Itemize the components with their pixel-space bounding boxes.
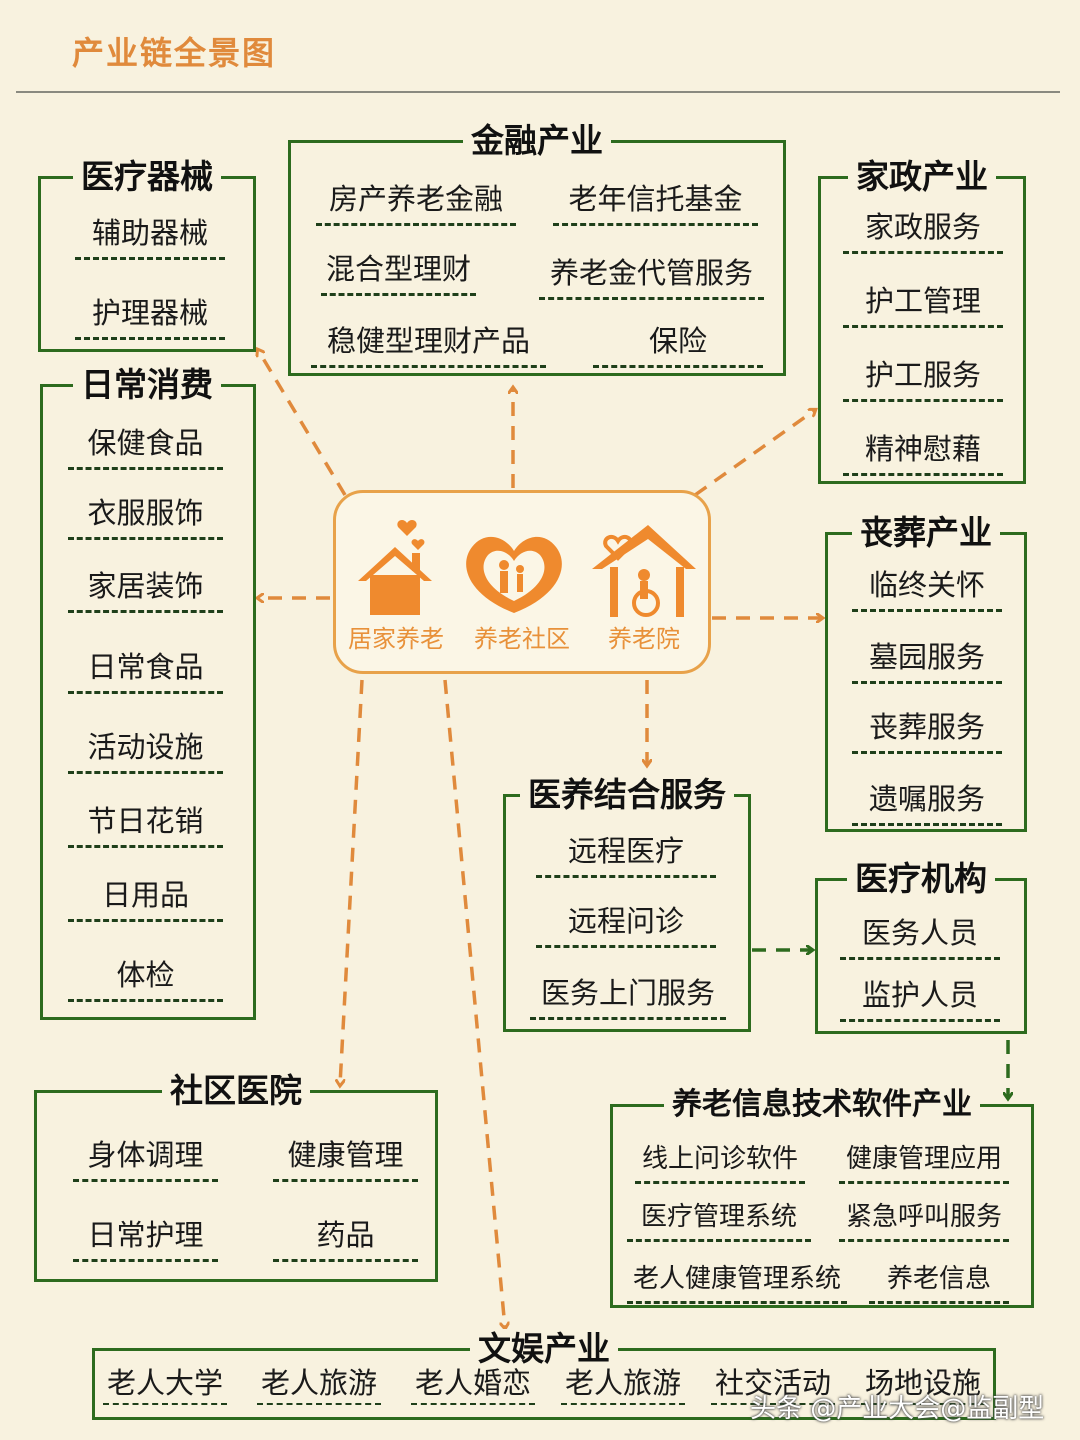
list-item: 健康管理	[273, 1137, 418, 1182]
section-entertainment: 文娱产业 老人大学 老人旅游 老人婚恋 老人旅游 社交活动 场地设施	[92, 1329, 996, 1420]
list-item: 稳健型理财产品	[311, 323, 546, 368]
list-item: 护工服务	[843, 357, 1003, 402]
list-item: 老人旅游	[561, 1365, 685, 1405]
section-title: 文娱产业	[470, 1329, 618, 1369]
list-item: 健康管理应用	[839, 1143, 1009, 1184]
list-item: 远程问诊	[536, 903, 716, 948]
section-medical-care: 医养结合服务 远程医疗 远程问诊 医务上门服务	[503, 775, 751, 1032]
section-title: 社区医院	[162, 1071, 310, 1111]
list-item: 精神慰藉	[843, 431, 1003, 476]
list-item: 保健食品	[68, 425, 223, 470]
list-item: 老人健康管理系统	[627, 1263, 847, 1304]
list-item: 场地设施	[861, 1365, 985, 1405]
list-item: 节日花销	[68, 803, 223, 848]
list-item: 老人旅游	[257, 1365, 381, 1405]
section-funeral: 丧葬产业 临终关怀 墓园服务 丧葬服务 遗嘱服务	[825, 513, 1027, 832]
list-item: 日常食品	[68, 649, 223, 694]
section-title: 日常消费	[73, 365, 221, 405]
list-item: 紧急呼叫服务	[839, 1201, 1009, 1242]
list-item: 体检	[68, 957, 223, 1002]
title-divider	[16, 91, 1060, 93]
house-heart-icon	[358, 520, 432, 615]
list-item: 药品	[273, 1217, 418, 1262]
list-item: 老人婚恋	[411, 1365, 535, 1405]
section-title: 医疗器械	[73, 157, 221, 197]
list-item: 日用品	[68, 877, 223, 922]
list-item: 医务上门服务	[530, 975, 726, 1020]
list-item: 护工管理	[843, 283, 1003, 328]
section-daily-consumption: 日常消费 保健食品 衣服服饰 家居装饰 日常食品 活动设施 节日花销 日用品 体…	[40, 365, 256, 1020]
list-item: 养老信息	[869, 1263, 1009, 1304]
section-housekeeping: 家政产业 家政服务 护工管理 护工服务 精神慰藉	[818, 157, 1026, 484]
watermark-text: 头条 @产业大会@监副型	[750, 1394, 1045, 1424]
section-finance: 金融产业 房产养老金融 老年信托基金 混合型理财 养老金代管服务 稳健型理财产品…	[288, 121, 786, 376]
list-item: 活动设施	[68, 729, 223, 774]
list-item: 社交活动	[711, 1365, 835, 1405]
list-item: 家居装饰	[68, 568, 223, 613]
section-title: 医疗机构	[847, 859, 995, 899]
list-item: 老年信托基金	[553, 181, 758, 226]
community-family-icon	[466, 536, 562, 613]
list-item: 护理器械	[75, 295, 225, 340]
section-community-hospital: 社区医院 身体调理 健康管理 日常护理 药品	[34, 1071, 438, 1282]
list-item: 遗嘱服务	[852, 781, 1002, 826]
hub-label-community: 养老社区	[474, 625, 570, 653]
list-item: 房产养老金融	[316, 181, 516, 226]
section-title: 金融产业	[463, 121, 611, 161]
list-item: 保险	[593, 323, 763, 368]
section-title: 家政产业	[848, 157, 996, 197]
list-item: 衣服服饰	[68, 495, 223, 540]
arrow-to-community-hospital	[340, 679, 364, 1085]
list-item: 丧葬服务	[852, 709, 1002, 754]
list-item: 医务人员	[840, 915, 1000, 960]
list-item: 医疗管理系统	[627, 1201, 811, 1242]
page-title: 产业链全景图	[72, 34, 277, 72]
arrow-to-housekeeping	[693, 410, 815, 497]
nursing-home-icon	[592, 525, 696, 617]
arrow-to-entertainment	[443, 679, 505, 1328]
list-item: 家政服务	[843, 209, 1003, 254]
section-title: 医养结合服务	[520, 775, 734, 815]
list-item: 监护人员	[840, 977, 1000, 1022]
section-it-software: 养老信息技术软件产业 线上问诊软件 健康管理应用 医疗管理系统 紧急呼叫服务 老…	[610, 1085, 1034, 1308]
list-item: 老人大学	[103, 1365, 227, 1405]
section-title: 养老信息技术软件产业	[664, 1085, 980, 1125]
list-item: 养老金代管服务	[539, 255, 764, 300]
hub-label-nursing-home: 养老院	[608, 625, 680, 653]
center-hub: 居家养老 养老社区 养老院	[333, 490, 711, 674]
list-item: 临终关怀	[852, 567, 1002, 612]
list-item: 线上问诊软件	[635, 1143, 805, 1184]
list-item: 辅助器械	[75, 215, 225, 260]
section-medical-devices: 医疗器械 辅助器械 护理器械	[38, 157, 256, 352]
hub-label-home-care: 居家养老	[348, 625, 444, 653]
list-item: 混合型理财	[321, 251, 476, 296]
list-item: 日常护理	[73, 1217, 218, 1262]
arrow-to-medical-devices	[258, 350, 347, 496]
list-item: 远程医疗	[536, 833, 716, 878]
section-medical-institutions: 医疗机构 医务人员 监护人员	[815, 859, 1027, 1034]
section-title: 丧葬产业	[852, 513, 1000, 553]
list-item: 墓园服务	[852, 639, 1002, 684]
list-item: 身体调理	[73, 1137, 218, 1182]
